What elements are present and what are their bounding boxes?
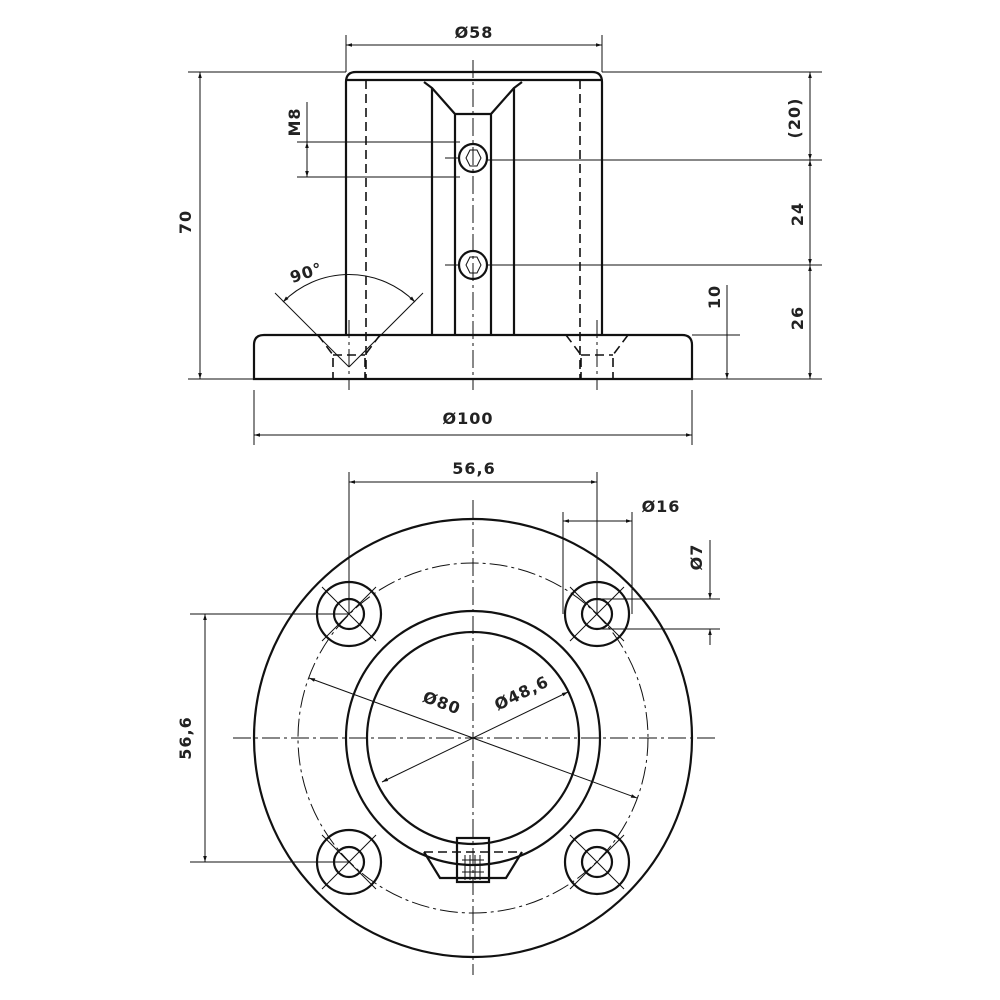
front-view: Ø58 70 M8 90° (20) 24 26 10 Ø100 xyxy=(176,23,822,445)
dim-height: 70 xyxy=(176,210,195,234)
dim-bore: Ø48,6 xyxy=(491,672,552,715)
tube-outline xyxy=(344,70,604,335)
dim-bolt-circle: Ø80 xyxy=(420,687,463,718)
dim-angle: 90° xyxy=(288,259,326,287)
dim-counterbore: Ø16 xyxy=(642,497,681,516)
dim-tube-diameter: Ø58 xyxy=(455,23,494,42)
plan-view: 56,6 Ø16 Ø7 56,6 Ø80 Ø48,6 xyxy=(176,459,720,975)
dim-hole: Ø7 xyxy=(687,544,706,571)
dim-thread: M8 xyxy=(285,107,304,136)
dim-hole-spacing-x: 56,6 xyxy=(452,459,495,478)
dim-screw-spacing: 24 xyxy=(788,202,807,226)
set-screw-boss-icon xyxy=(423,836,523,884)
dim-bottom-offset: 26 xyxy=(788,306,807,330)
flange-outline xyxy=(252,333,694,381)
dim-flange-diameter: Ø100 xyxy=(443,409,494,428)
dim-flange-thickness: 10 xyxy=(705,285,724,309)
dim-hole-spacing-y: 56,6 xyxy=(176,716,195,759)
dim-top-offset: (20) xyxy=(785,98,804,139)
